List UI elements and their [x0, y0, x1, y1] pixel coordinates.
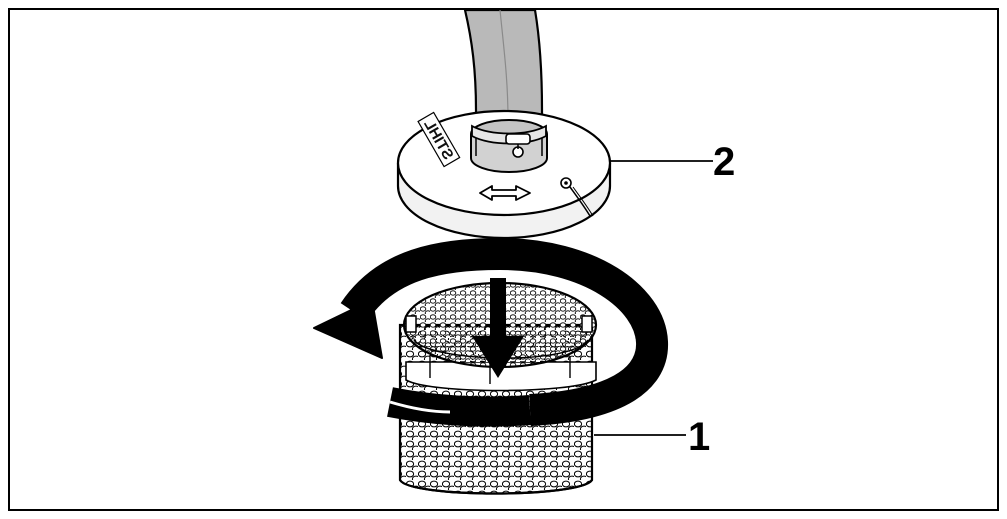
rotate-double-arrow-icon [479, 185, 531, 201]
callout-2-label: 2 [713, 140, 735, 184]
cord-screw [560, 177, 594, 217]
rotation-arrow-icon [313, 237, 668, 427]
callout-1-label: 1 [688, 415, 710, 459]
cover-disc: STIHL [396, 109, 713, 240]
illustration-frame: STIHL [8, 8, 999, 511]
assembly-illustration: STIHL [313, 10, 735, 495]
down-arrow-icon [472, 278, 524, 378]
